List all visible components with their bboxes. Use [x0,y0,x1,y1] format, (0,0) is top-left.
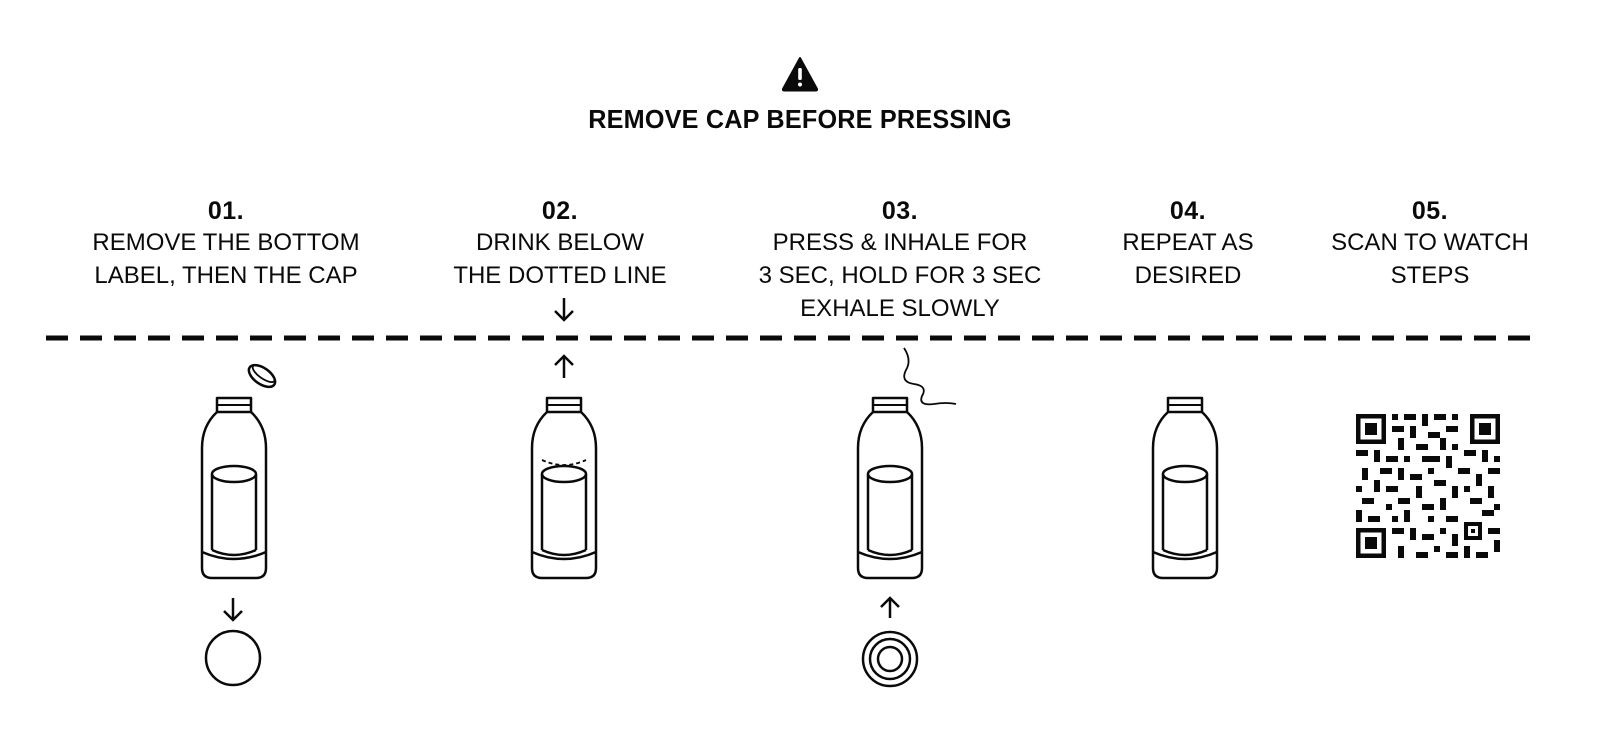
step-line: REPEAT AS [1122,229,1254,256]
qr-code-icon [1356,414,1500,558]
warning-triangle-icon [781,57,819,92]
step-line: STEPS [1390,262,1470,289]
step-3: 03. PRESS & INHALE FOR 3 SEC, HOLD FOR 3… [740,196,1060,325]
bottle-press-inhale-icon [856,347,957,688]
step-4: 04. REPEAT AS DESIRED [1028,196,1348,292]
bottle-icon [1151,396,1219,580]
step-line: 3 SEC, HOLD FOR 3 SEC [758,262,1042,289]
step-number: 05. [1411,197,1449,225]
step-number: 01. [207,197,245,225]
step-2: 02. DRINK BELOW THE DOTTED LINE [400,196,720,292]
step-5: 05. SCAN TO WATCH STEPS [1270,196,1590,292]
step-line: SCAN TO WATCH [1331,229,1529,256]
step-number: 02. [541,197,579,225]
step-number: 04. [1169,197,1207,225]
bottle-with-cap-removed-icon [200,363,277,687]
warning-header: REMOVE CAP BEFORE PRESSING [0,56,1600,135]
step-line: THE DOTTED LINE [453,262,667,289]
step-line: REMOVE THE BOTTOM [92,229,360,256]
step-line: LABEL, THEN THE CAP [94,262,358,289]
bottle-with-fill-line-icon [530,298,598,580]
step-1: 01. REMOVE THE BOTTOM LABEL, THEN THE CA… [66,196,386,292]
step-line: DESIRED [1134,262,1242,289]
warning-text: REMOVE CAP BEFORE PRESSING [588,104,1012,134]
step-number: 03. [881,197,919,225]
step-line: PRESS & INHALE FOR [772,229,1028,256]
step-line: DRINK BELOW [475,229,645,256]
step-line: EXHALE SLOWLY [800,295,1000,322]
